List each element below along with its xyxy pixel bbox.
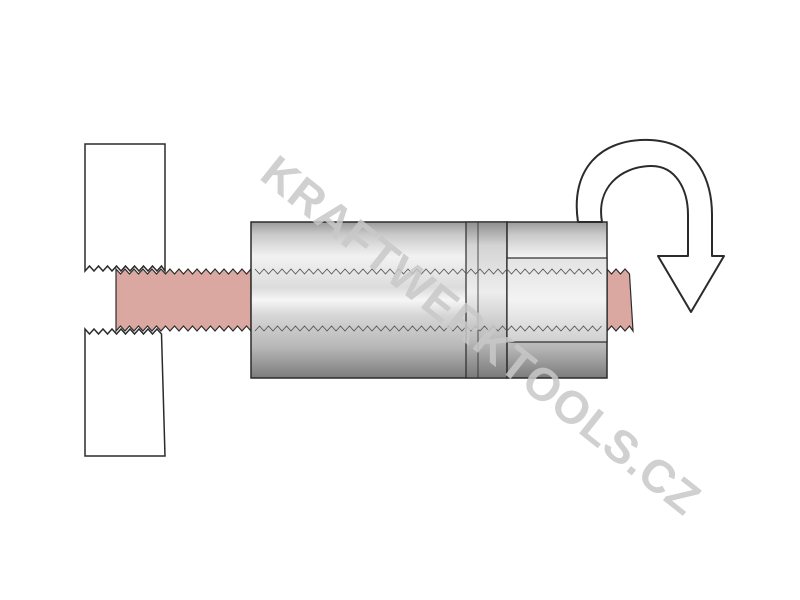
stud-exposed-section	[115, 267, 252, 333]
stud-protruding-end	[606, 267, 634, 334]
extractor-hex-bore	[506, 257, 608, 343]
extractor-collar	[465, 221, 508, 379]
workpiece-bottom-plate	[84, 327, 166, 457]
extractor-main-sleeve	[250, 221, 508, 379]
internal-thread-bottom	[254, 325, 602, 332]
workpiece	[84, 143, 166, 457]
curved-arrow-clockwise-icon	[575, 138, 725, 313]
workpiece-top-plate	[84, 143, 166, 274]
extractor-body	[250, 221, 608, 379]
internal-thread-top	[254, 268, 602, 275]
threaded-stud	[115, 267, 634, 334]
